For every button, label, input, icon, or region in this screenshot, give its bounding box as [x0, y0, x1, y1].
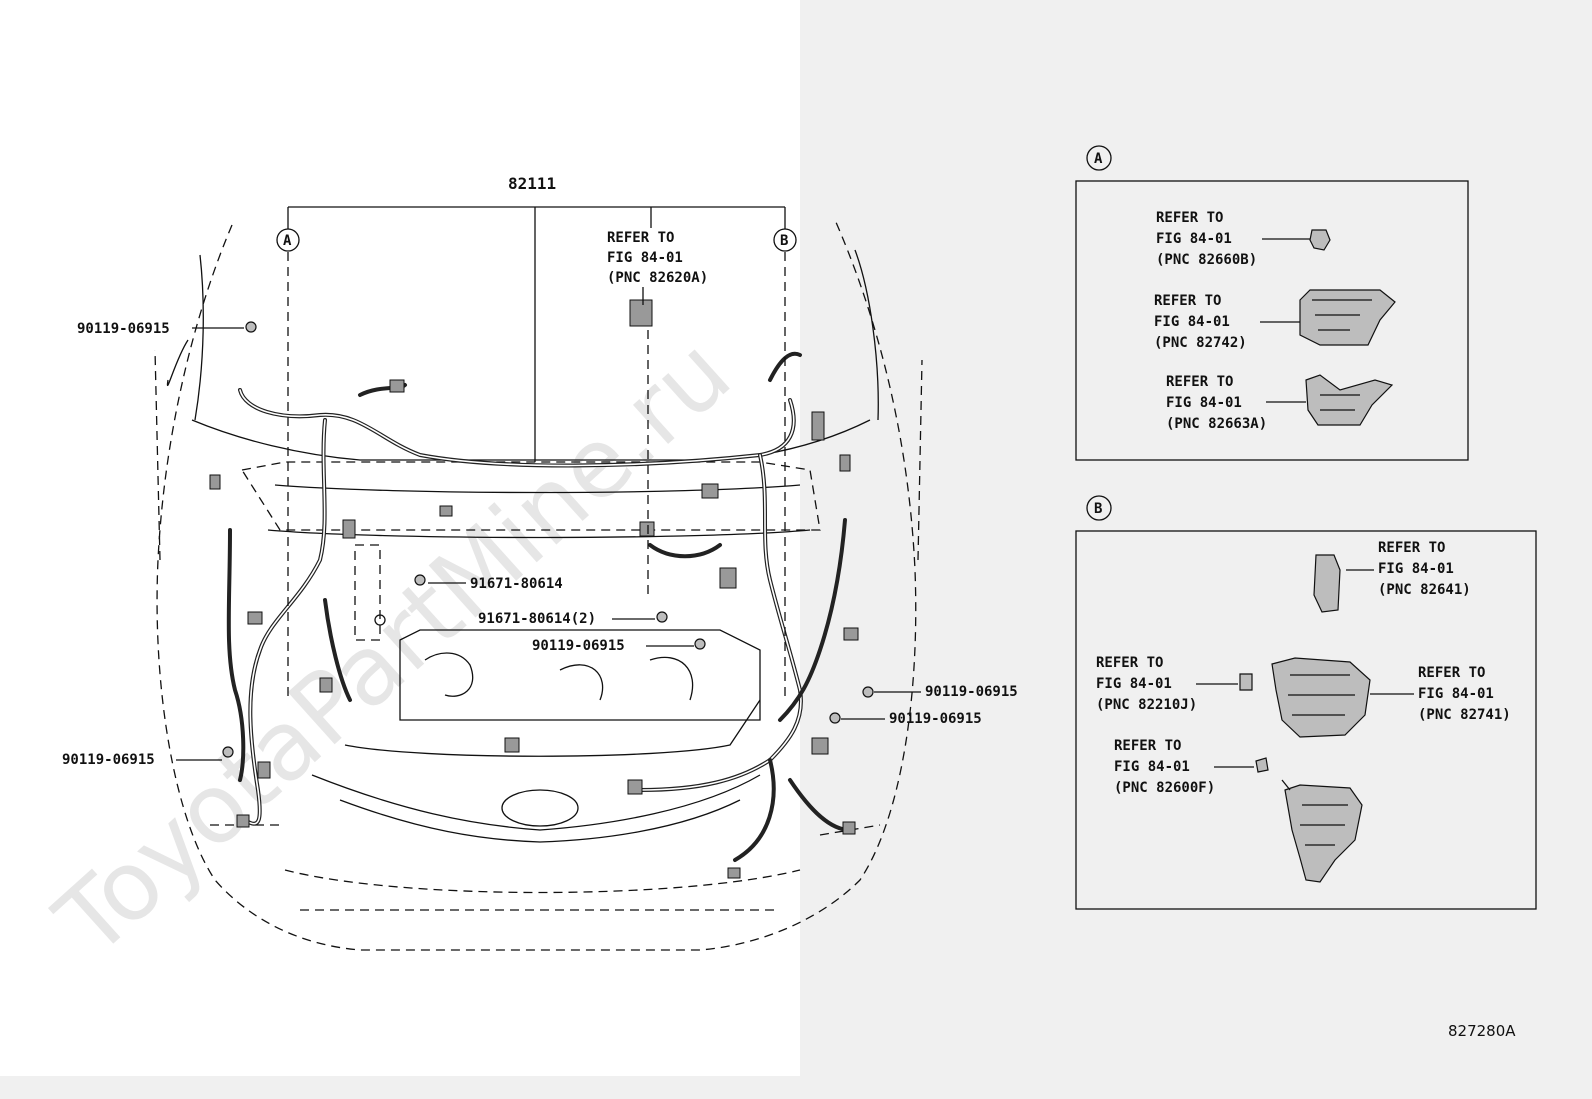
label-bolt-1[interactable]: 91671-80614 — [470, 576, 563, 592]
svg-text:REFER TO: REFER TO — [1154, 293, 1221, 309]
callout-b-circle — [773, 228, 797, 252]
svg-text:(PNC 82660B): (PNC 82660B) — [1156, 252, 1257, 268]
svg-text:(PNC 82600F): (PNC 82600F) — [1114, 780, 1215, 796]
watermark: ToyotaPartMine.ru — [35, 317, 752, 978]
label-clip-center[interactable]: 90119-06915 — [532, 638, 625, 654]
svg-text:REFER TO: REFER TO — [1156, 210, 1223, 226]
svg-text:(PNC 82742): (PNC 82742) — [1154, 335, 1247, 351]
svg-text:FIG 84-01: FIG 84-01 — [1378, 561, 1454, 577]
callout-a-circle — [276, 228, 300, 252]
detail-b-box — [1075, 530, 1537, 910]
detail-a-box — [1075, 180, 1469, 461]
callout-a-label: A — [283, 233, 292, 249]
main-part-number[interactable]: 82111 — [508, 174, 556, 193]
callout-b-label: B — [780, 233, 788, 249]
svg-text:REFER TO: REFER TO — [1166, 374, 1233, 390]
figure-code: 827280A — [1448, 1022, 1516, 1040]
detail-b-callout-label: B — [1094, 501, 1102, 517]
detail-a-callout-circle — [1086, 145, 1112, 171]
label-bolt-2[interactable]: 91671-80614(2) — [478, 611, 596, 627]
svg-text:REFER TO: REFER TO — [607, 230, 674, 246]
detail-a-ref-3[interactable]: REFER TO FIG 84-01 (PNC 82663A) — [1166, 374, 1267, 432]
svg-text:(PNC 82210J): (PNC 82210J) — [1096, 697, 1197, 713]
svg-text:FIG 84-01: FIG 84-01 — [1114, 759, 1190, 775]
svg-text:FIG 84-01: FIG 84-01 — [1096, 676, 1172, 692]
svg-text:FIG 84-01: FIG 84-01 — [1154, 314, 1230, 330]
label-clip-bottom-left[interactable]: 90119-06915 — [62, 752, 155, 768]
main-refer-to-label[interactable]: REFER TO FIG 84-01 (PNC 82620A) — [607, 230, 708, 286]
svg-text:(PNC 82663A): (PNC 82663A) — [1166, 416, 1267, 432]
main-part-bracket — [288, 206, 785, 462]
svg-text:(PNC 82641): (PNC 82641) — [1378, 582, 1471, 598]
detail-b-ref-4[interactable]: REFER TO FIG 84-01 (PNC 82600F) — [1114, 738, 1215, 796]
detail-b-callout-circle — [1086, 495, 1112, 521]
bracket-part-82663a — [1305, 374, 1394, 426]
relay-part-82210j — [1239, 673, 1253, 691]
relay-part-82660b — [1309, 229, 1331, 251]
detail-a-ref-2[interactable]: REFER TO FIG 84-01 (PNC 82742) — [1154, 293, 1247, 351]
junction-block-82741 — [1271, 657, 1371, 738]
label-clip-right-1[interactable]: 90119-06915 — [925, 684, 1018, 700]
svg-text:(PNC 82620A): (PNC 82620A) — [607, 270, 708, 286]
svg-text:(PNC 82741): (PNC 82741) — [1418, 707, 1511, 723]
label-clip-right-2[interactable]: 90119-06915 — [889, 711, 982, 727]
junction-block-lower — [1284, 784, 1363, 883]
relay-part-82600f — [1255, 757, 1269, 773]
svg-text:REFER TO: REFER TO — [1096, 655, 1163, 671]
svg-text:REFER TO: REFER TO — [1418, 665, 1485, 681]
bracket-part-82742 — [1299, 289, 1396, 346]
svg-text:FIG 84-01: FIG 84-01 — [607, 250, 683, 266]
detail-a-callout-label: A — [1094, 151, 1103, 167]
main-diagram-panel — [0, 0, 800, 1076]
fasteners — [222, 321, 874, 758]
connector-part-82641 — [1313, 554, 1341, 613]
detail-a-ref-1[interactable]: REFER TO FIG 84-01 (PNC 82660B) — [1156, 210, 1257, 268]
detail-b-ref-2[interactable]: REFER TO FIG 84-01 (PNC 82210J) — [1096, 655, 1197, 713]
svg-text:REFER TO: REFER TO — [1378, 540, 1445, 556]
detail-panel-background — [800, 0, 1592, 1076]
svg-text:FIG 84-01: FIG 84-01 — [1418, 686, 1494, 702]
svg-text:REFER TO: REFER TO — [1114, 738, 1181, 754]
detail-b-ref-1[interactable]: REFER TO FIG 84-01 (PNC 82641) — [1378, 540, 1471, 598]
svg-text:FIG 84-01: FIG 84-01 — [1156, 231, 1232, 247]
label-clip-top-left[interactable]: 90119-06915 — [77, 321, 170, 337]
svg-text:FIG 84-01: FIG 84-01 — [1166, 395, 1242, 411]
detail-b-ref-3[interactable]: REFER TO FIG 84-01 (PNC 82741) — [1418, 665, 1511, 723]
